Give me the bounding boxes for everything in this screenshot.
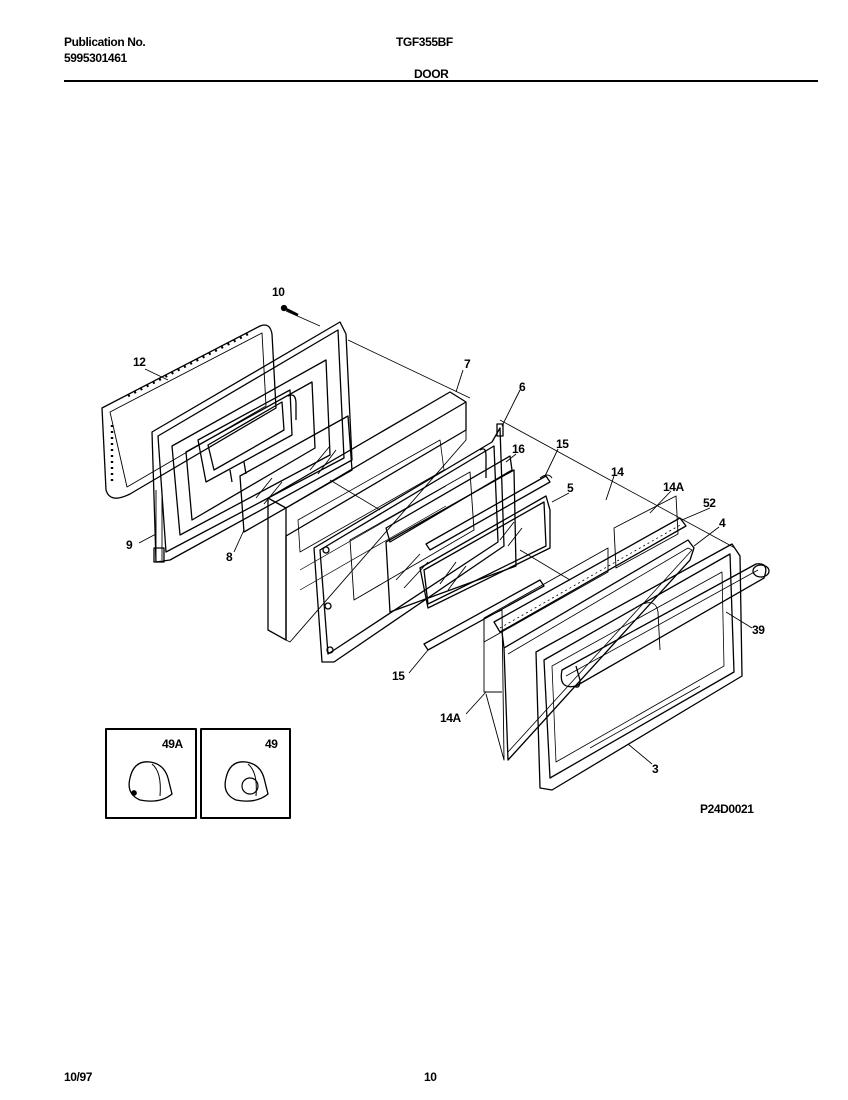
section-title: DOOR — [414, 67, 449, 81]
drawing-id: P24D0021 — [700, 802, 754, 816]
inset-label-49a: 49A — [162, 737, 184, 751]
guide-lines — [285, 310, 736, 581]
model-number: TGF355BF — [396, 35, 453, 49]
footer-date: 10/97 — [64, 1070, 93, 1084]
callout-6: 6 — [519, 380, 526, 394]
gasket-part-12 — [101, 324, 277, 499]
callout-16: 16 — [512, 442, 525, 456]
callout-12: 12 — [133, 355, 146, 369]
door-frame-part-3 — [535, 543, 743, 791]
callout-8: 8 — [226, 550, 233, 564]
retainer-part-15-top — [425, 474, 553, 551]
knob-inset-49: 49 — [200, 728, 291, 819]
callout-9: 9 — [126, 538, 133, 552]
callout-4: 4 — [719, 516, 726, 530]
publication-number: 5995301461 — [64, 51, 127, 65]
inner-glass-part-8 — [239, 415, 353, 533]
callout-3: 3 — [652, 762, 659, 776]
handle-part-39 — [560, 563, 770, 688]
callout-10: 10 — [272, 285, 285, 299]
callout-14: 14 — [611, 465, 624, 479]
screw-part-10 — [280, 304, 299, 317]
knob-inset-49a: 49A — [105, 728, 197, 819]
callout-7: 7 — [464, 357, 471, 371]
inner-door-part-6 — [313, 423, 505, 663]
callout-5: 5 — [567, 481, 574, 495]
callout-52: 52 — [703, 496, 716, 510]
callout-15-bottom: 15 — [392, 669, 405, 683]
footer-page-number: 10 — [424, 1070, 437, 1084]
callout-14a-bottom: 14A — [440, 711, 462, 725]
callout-39: 39 — [752, 623, 765, 637]
outer-glass-part-5 — [419, 495, 551, 609]
leader-lines — [138, 368, 753, 765]
callout-14a-top: 14A — [663, 480, 685, 494]
inset-label-49: 49 — [265, 737, 278, 751]
door-liner-part-9 — [151, 321, 353, 563]
outer-panel-part-4 — [501, 539, 695, 761]
callout-15-top: 15 — [556, 437, 569, 451]
glass-channel-part-16 — [385, 455, 517, 613]
retainer-part-15-bottom — [423, 579, 545, 651]
publication-label: Publication No. — [64, 35, 146, 49]
seal-strip-part-52 — [493, 517, 687, 633]
header-rule — [64, 80, 818, 82]
insulation-part-14 — [483, 547, 609, 693]
